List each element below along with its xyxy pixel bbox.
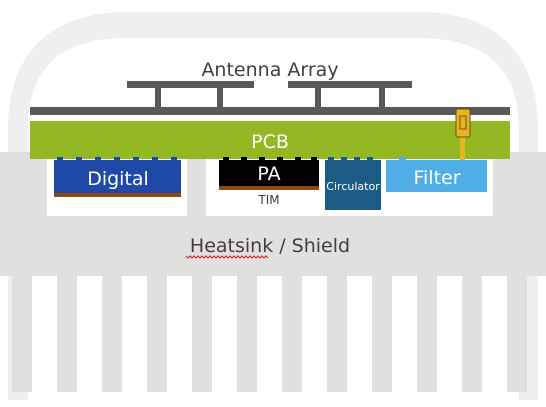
filter-label: Filter xyxy=(413,167,460,189)
circulator-block: Circulator xyxy=(325,157,381,210)
heatsink-fin xyxy=(327,270,347,392)
circulator-label: Circulator xyxy=(326,180,380,193)
heatsink-fin xyxy=(282,270,302,392)
antenna-bar-left xyxy=(127,81,254,88)
heatsink-fin xyxy=(372,270,392,392)
heatsink-fin xyxy=(192,270,212,392)
tim-label: TIM xyxy=(257,193,279,207)
pa-body xyxy=(219,160,319,187)
circulator-bump xyxy=(354,157,360,161)
digital-bump xyxy=(133,157,139,161)
antenna-array xyxy=(30,81,510,115)
digital-bump xyxy=(152,157,158,161)
heatsink-fin xyxy=(12,270,32,392)
enclosure-outline xyxy=(8,12,538,400)
circulator-body xyxy=(325,160,381,210)
heatsink-fin xyxy=(57,270,77,392)
digital-bump xyxy=(57,157,63,161)
filter-block: Filter xyxy=(386,157,487,192)
pa-bump xyxy=(241,157,247,161)
heatsink-fin xyxy=(237,270,257,392)
digital-bump xyxy=(76,157,82,161)
antenna-post xyxy=(379,88,385,108)
heatsink-label: Heatsink / Shield xyxy=(190,235,350,257)
pa-tim xyxy=(219,186,319,190)
digital-tim xyxy=(54,193,181,197)
pa-label: PA xyxy=(257,163,280,185)
pa-bump xyxy=(277,157,283,161)
digital-bump xyxy=(114,157,120,161)
pa-bump xyxy=(259,157,265,161)
heatsink-fin xyxy=(102,270,122,392)
spellcheck-underline xyxy=(185,255,269,259)
filter-bump xyxy=(399,157,406,161)
heatsink-fin xyxy=(507,270,527,392)
connector-body xyxy=(455,108,471,138)
pcb xyxy=(30,121,510,159)
filter-body xyxy=(386,160,487,192)
antenna-array-label: Antenna Array xyxy=(201,59,338,81)
pcb-label: PCB xyxy=(251,131,289,153)
pa-bump xyxy=(223,157,229,161)
circulator-bump xyxy=(341,157,347,161)
pa-bump xyxy=(295,157,301,161)
heatsink-fins xyxy=(12,270,527,392)
heatsink-fin xyxy=(147,270,167,392)
connector-slot xyxy=(459,115,467,130)
heatsink-fin xyxy=(462,270,482,392)
digital-label: Digital xyxy=(87,168,149,190)
antenna-ground-plane xyxy=(30,107,510,115)
pa-bump xyxy=(311,157,317,161)
digital-bump xyxy=(95,157,101,161)
digital-bump xyxy=(171,157,177,161)
circulator-bump xyxy=(328,157,334,161)
heatsink-fin xyxy=(417,270,437,392)
antenna-post xyxy=(315,88,321,108)
connector-pin xyxy=(460,136,465,160)
pa-block: PA TIM xyxy=(219,157,319,207)
digital-body xyxy=(54,160,181,194)
antenna-post xyxy=(217,88,223,108)
antenna-bar-right xyxy=(288,81,412,88)
connector-icon xyxy=(455,108,471,160)
digital-block: Digital xyxy=(54,157,181,197)
circulator-bump xyxy=(367,157,373,161)
antenna-post xyxy=(155,88,161,108)
